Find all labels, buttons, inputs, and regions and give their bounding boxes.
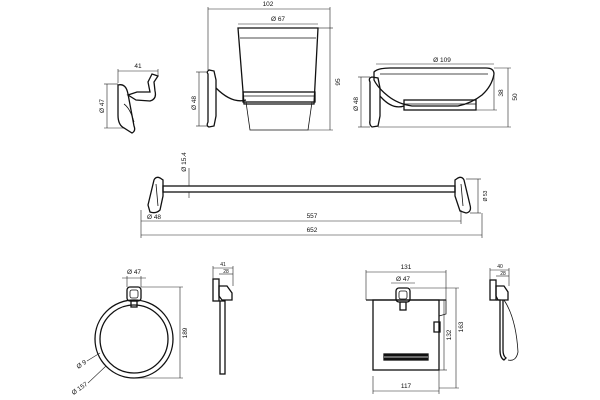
robe-hook-arm: [126, 73, 160, 102]
towel-bar-overall-length-label: 652: [307, 227, 318, 234]
towel-ring-side-inner-label: 28: [223, 269, 229, 275]
paper-holder-side-plate: [489, 279, 497, 301]
paper-holder-side-inner-label: 28: [500, 271, 506, 277]
towel-bar-drawing: Ø 15.4 Ø 53 Ø 48 557 652: [140, 152, 489, 238]
towel-ring-neck: [130, 300, 138, 308]
robe-hook-drawing: 41 Ø 47: [99, 63, 160, 134]
soap-dish-arm: [379, 95, 405, 108]
towel-ring-inner: [99, 304, 169, 374]
paper-holder-side-mount: [495, 285, 509, 301]
towel-ring-diameter-label: Ø 157: [71, 381, 90, 397]
tumbler-arm: [215, 87, 247, 102]
paper-holder-drawing: 131 Ø 47 132 163 117 40 28: [365, 264, 519, 394]
tumbler-plate-diameter-label: Ø 48: [191, 96, 198, 110]
towel-ring-side-depth-label: 41: [220, 262, 226, 268]
towel-bar-plate-diameter-label: Ø 48: [147, 214, 161, 221]
robe-hook-contour: [123, 103, 135, 123]
towel-ring-height-label: 189: [182, 327, 189, 338]
tumbler-width-label: 102: [263, 1, 274, 8]
tumbler-plate: [206, 69, 217, 128]
tumbler-cup: [237, 27, 319, 105]
towel-ring-plate-diameter-label: Ø 47: [127, 269, 141, 276]
soap-dish-inner-height-label: 38: [498, 89, 505, 97]
towel-ring-mount: [126, 286, 142, 302]
towel-ring-side-mount: [218, 285, 233, 301]
towel-ring-outer: [94, 299, 174, 379]
paper-holder-plate-diameter-label: Ø 47: [396, 276, 410, 283]
soap-dish-ring: [403, 99, 477, 111]
towel-ring-side-ring: [219, 300, 226, 375]
robe-hook-plate: [117, 84, 136, 134]
towel-bar-tube: [162, 185, 456, 193]
soap-dish-bowl: [373, 67, 495, 107]
tumbler-holder-drawing: 102 Ø 67 95 Ø 48: [191, 1, 342, 131]
paper-holder-side-depth-label: 40: [497, 264, 503, 270]
paper-holder-tab: [433, 321, 441, 333]
towel-bar-tube-diameter-label: Ø 15.4: [181, 152, 188, 172]
paper-holder-width-label: 131: [401, 264, 412, 271]
robe-hook-plate-diameter-label: Ø 47: [99, 99, 106, 113]
paper-holder-bottom-width-label: 117: [401, 383, 412, 390]
towel-ring-side-plate: [212, 278, 220, 302]
towel-bar-projection-label: Ø 53: [483, 190, 489, 201]
paper-holder-side-bar: [496, 299, 508, 361]
paper-holder-outer-height-label: 163: [458, 321, 465, 332]
tumbler-cup-base: [245, 101, 313, 131]
soap-dish-diameter-label: Ø 109: [433, 57, 451, 64]
soap-dish-plate-diameter-label: Ø 48: [353, 97, 360, 111]
paper-holder-side-flap: [503, 299, 519, 361]
tumbler-cup-diameter-label: Ø 67: [271, 16, 285, 23]
towel-bar-left-bracket: [147, 176, 164, 214]
soap-dish-plate: [368, 76, 381, 128]
tumbler-height-label: 95: [335, 78, 342, 86]
paper-holder-neck: [399, 301, 407, 311]
paper-holder-inner-height-label: 132: [446, 329, 453, 340]
towel-bar-right-bracket: [454, 176, 472, 214]
towel-ring-drawing: Ø 47 189 Ø 9 Ø 157 41 28: [71, 262, 234, 397]
towel-bar-inner-length-label: 557: [307, 213, 318, 220]
robe-hook-depth-label: 41: [134, 63, 142, 70]
soap-dish-drawing: Ø 109 Ø 48 38 50: [353, 57, 519, 128]
towel-ring-bar-diameter-label: Ø 9: [76, 359, 89, 371]
tumbler-holder-ring: [242, 91, 316, 103]
soap-dish-outer-height-label: 50: [512, 93, 519, 101]
